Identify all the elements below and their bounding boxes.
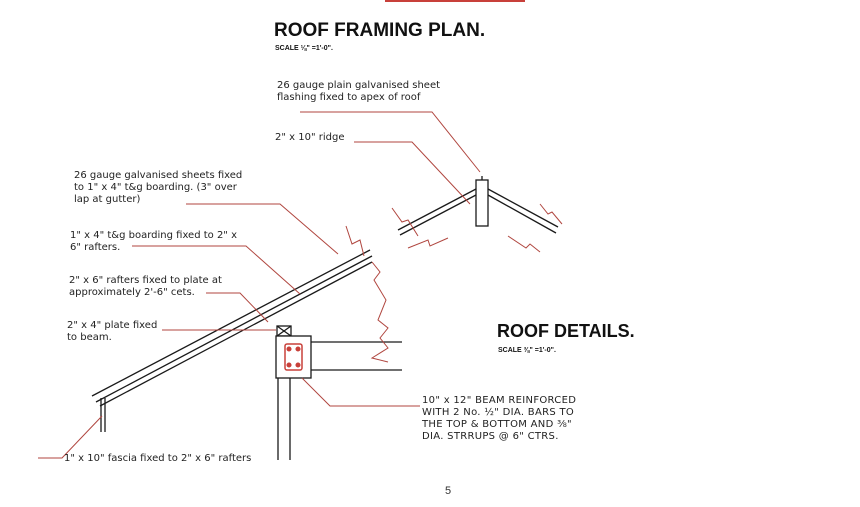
ridge-detail: [397, 176, 559, 236]
note-flashing: 26 gauge plain galvanised sheet flashing…: [277, 80, 441, 103]
details-scale: SCALE ⅜" =1'-0".: [498, 347, 556, 354]
note-beam: 10" x 12" BEAM REINFORCED WITH 2 No. ½" …: [422, 395, 577, 442]
note-ridge: 2" x 10" ridge: [275, 132, 345, 143]
eave-break-lines: [345, 225, 389, 363]
note-boarding: 1" x 4" t&g boarding fixed to 2" x 6" ra…: [70, 230, 238, 253]
ridge-break-lines: [391, 203, 563, 253]
note-plate: 2" x 4" plate fixed to beam.: [67, 320, 158, 343]
leader-lines: [38, 111, 481, 459]
beam-reinforcement: [284, 343, 303, 371]
details-title: ROOF DETAILS.: [497, 321, 635, 341]
note-sheets: 26 gauge galvanised sheets fixed to 1" x…: [74, 170, 243, 205]
note-fascia: 1" x 10" fascia fixed to 2" x 6" rafters: [64, 453, 252, 464]
plan-scale: SCALE ⅛" =1'-0".: [275, 45, 333, 52]
page-number: 5: [445, 485, 452, 497]
plan-title: ROOF FRAMING PLAN.: [274, 20, 486, 41]
eave-detail: [91, 249, 402, 460]
note-rafters: 2" x 6" rafters fixed to plate at approx…: [69, 275, 222, 298]
